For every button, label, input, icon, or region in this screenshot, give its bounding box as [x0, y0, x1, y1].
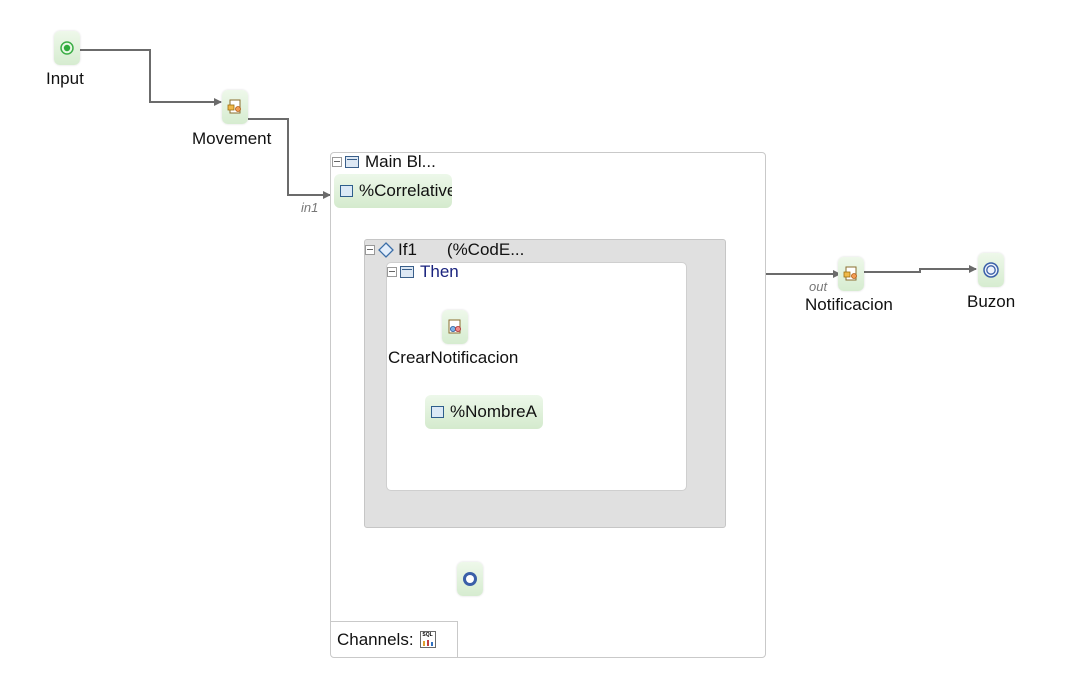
connector-notificacion-buzon[interactable] — [864, 265, 977, 273]
notificacion-label: Notificacion — [805, 295, 893, 314]
correlative-step[interactable]: %Correlative — [334, 174, 452, 208]
if1-header[interactable]: If1 (%CodE... — [365, 240, 524, 260]
block-icon — [400, 266, 414, 278]
out-port-label: out — [809, 279, 828, 294]
nombre-label: %NombreA — [450, 402, 537, 421]
collapse-icon[interactable] — [332, 157, 342, 167]
variable-icon — [431, 406, 444, 418]
sql-icon-text: SQL — [422, 632, 433, 638]
buzon-node[interactable] — [978, 253, 1004, 287]
variable-icon — [340, 185, 353, 197]
in1-port-label: in1 — [301, 200, 319, 215]
movement-node[interactable] — [222, 90, 248, 124]
channels-label: Channels: — [337, 629, 414, 649]
buzon-label: Buzon — [967, 292, 1016, 311]
input-node[interactable] — [54, 31, 80, 65]
connector-movement-main[interactable] — [248, 118, 331, 199]
transform-icon — [448, 319, 461, 334]
crear-notificacion-node[interactable] — [442, 310, 468, 344]
movement-label: Movement — [192, 129, 272, 148]
if1-condition: (%CodE... — [446, 240, 525, 259]
channels-box[interactable]: Channels: SQL — [331, 621, 458, 657]
mailbox-end-icon — [983, 262, 999, 278]
if1-title: If1 — [398, 240, 417, 259]
service-icon — [843, 266, 857, 281]
input-label: Input — [46, 69, 84, 88]
nombre-step[interactable]: %NombreA — [425, 395, 543, 429]
main-block-header[interactable]: Main Bl... — [332, 152, 436, 172]
then-block[interactable] — [386, 262, 687, 491]
end-icon — [463, 572, 477, 586]
then-title: Then — [420, 262, 459, 281]
correlative-label: %Correlative — [359, 181, 452, 200]
crear-notificacion-label: CrearNotificacion — [388, 348, 519, 367]
then-header[interactable]: Then — [387, 262, 459, 282]
connector-input-movement[interactable] — [80, 49, 222, 106]
diamond-icon — [378, 242, 394, 258]
collapse-icon[interactable] — [387, 267, 397, 277]
block-icon — [345, 156, 359, 168]
service-icon — [227, 99, 241, 114]
start-icon — [60, 41, 74, 55]
end-node[interactable] — [457, 562, 483, 596]
main-block-title: Main Bl... — [365, 152, 436, 171]
collapse-icon[interactable] — [365, 245, 375, 255]
sql-channel-icon[interactable]: SQL — [419, 631, 436, 648]
notificacion-node[interactable] — [838, 257, 864, 291]
